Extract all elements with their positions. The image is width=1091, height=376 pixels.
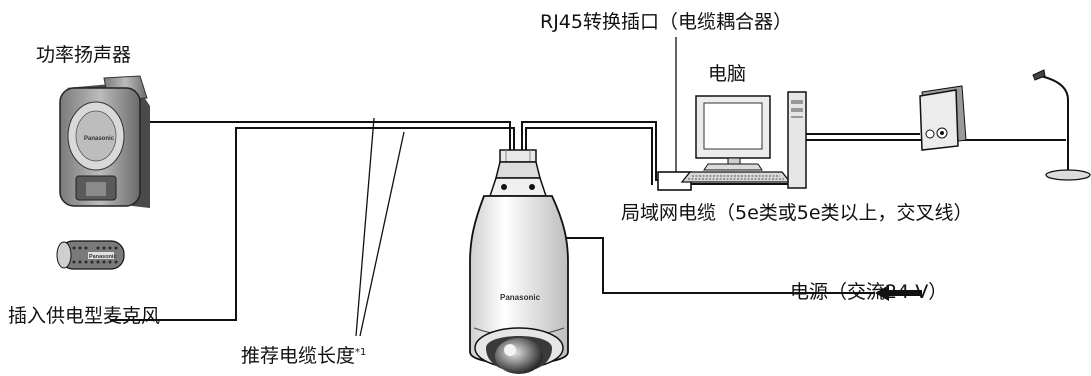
cable-length-label: 推荐电缆长度*1 (241, 347, 366, 366)
mic-brand-label: Panasonic (89, 254, 117, 260)
power-arrow-icon (875, 285, 922, 301)
speaker-cable (148, 121, 511, 150)
lan-cable (521, 121, 665, 181)
rj45-coupler-label: RJ45转换插口（电缆耦合器） (540, 11, 792, 33)
pointer-line-left (355, 117, 375, 337)
power-speaker-label: 功率扬声器 (36, 44, 132, 66)
power-speaker-icon: Panasonic (59, 75, 150, 208)
mic-cable (110, 127, 515, 321)
cable-length-text: 推荐电缆长度 (241, 345, 356, 367)
plugin-mic-label: 插入供电型麦克风 (8, 305, 161, 327)
pc-label: 电脑 (708, 63, 747, 85)
pc-icon (680, 91, 807, 189)
desktop-speaker-icon (919, 85, 967, 151)
cables (110, 121, 1066, 321)
power-label: 电源（交流24 V） (790, 281, 948, 303)
speaker-brand-label: Panasonic (84, 136, 115, 142)
plugin-mic-icon: Panasonic (56, 240, 125, 270)
dome-camera-icon: Panasonic (469, 149, 569, 374)
gooseneck-mic-icon (1032, 69, 1091, 181)
power-cable (558, 237, 875, 294)
cable-length-footnote-mark: *1 (355, 347, 367, 358)
cable-length-pointers (355, 117, 405, 337)
audio-out-cable (525, 127, 653, 185)
lan-cable-label: 局域网电缆（5e类或5e类以上，交叉线） (621, 202, 973, 224)
camera-brand-label: Panasonic (500, 293, 541, 302)
pointer-line-right (359, 131, 405, 337)
